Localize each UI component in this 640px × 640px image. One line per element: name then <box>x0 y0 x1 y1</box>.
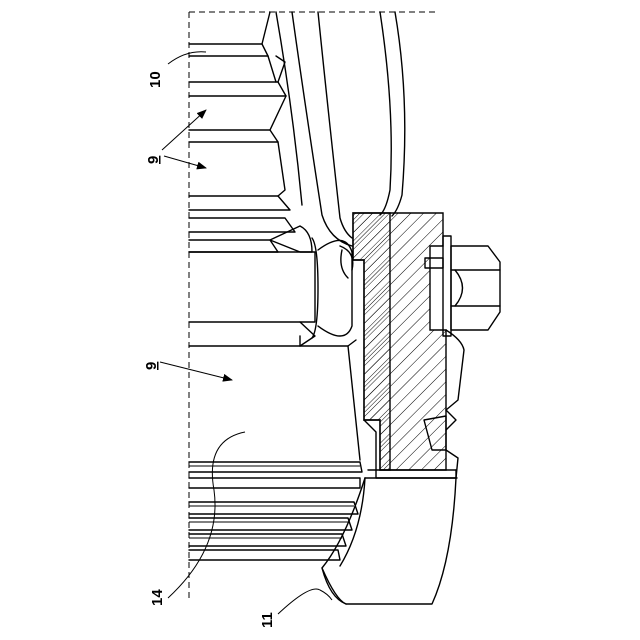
label-part-11: 11 <box>259 612 276 628</box>
label-part-10: 10 <box>147 71 164 88</box>
part-11-ring <box>322 478 456 604</box>
pin-assembly <box>189 226 353 346</box>
label-part-14: 14 <box>149 589 166 606</box>
label-part-9-lower: 9 <box>143 362 160 370</box>
part-9-lower-blade <box>189 336 362 488</box>
labels: 10 9 9 14 11 <box>143 71 276 628</box>
nut-bolt <box>425 236 500 336</box>
outer-ring <box>276 12 405 246</box>
label-part-9-upper: 9 <box>145 156 162 164</box>
part-14-plates <box>189 502 358 560</box>
part-10-blades <box>189 12 295 252</box>
hatched-bracket <box>353 213 457 478</box>
